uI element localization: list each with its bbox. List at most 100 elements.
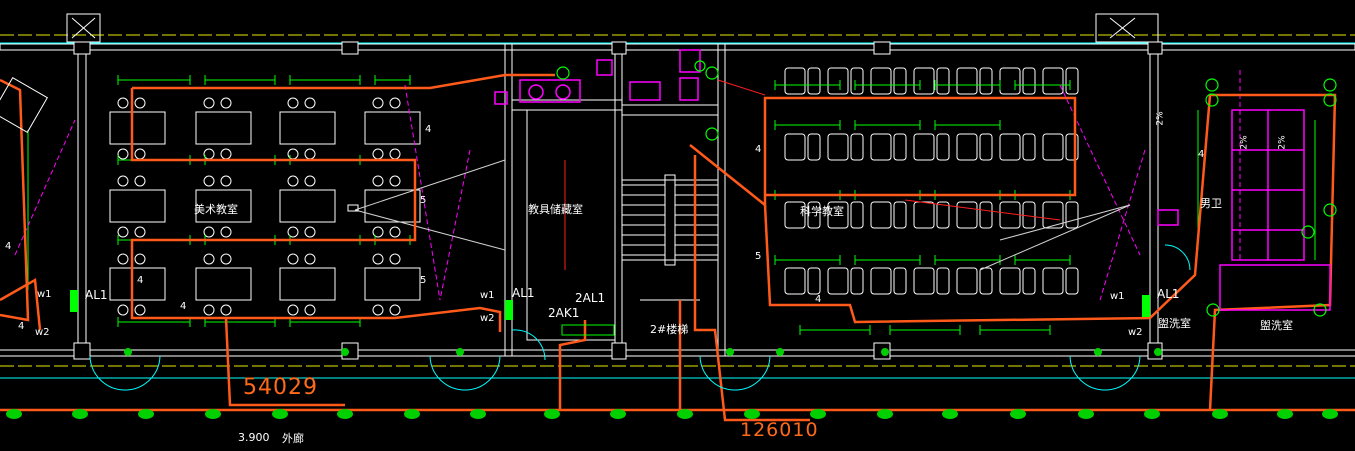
switch-w2-c: w2 xyxy=(1128,327,1143,338)
lab-desk xyxy=(807,267,821,295)
corridor-light xyxy=(544,409,560,419)
lab-desk xyxy=(1022,267,1036,295)
wall-light xyxy=(881,348,889,356)
circuit-number: 4 xyxy=(5,241,12,252)
switch-w1-a: w1 xyxy=(37,289,52,300)
panel-al1-mid: AL1 xyxy=(512,286,535,300)
wall-light xyxy=(726,348,734,356)
lab-desk xyxy=(870,201,892,229)
panel-al1-left: AL1 xyxy=(85,288,108,302)
lab-desk xyxy=(850,267,864,295)
circuit-number: 4 xyxy=(137,275,144,286)
lab-desk xyxy=(999,67,1021,95)
lab-desk xyxy=(913,267,935,295)
chair xyxy=(389,226,401,238)
panel-2ak1: 2AK1 xyxy=(548,306,580,320)
stair-treads xyxy=(621,174,719,301)
sanitary-fixtures xyxy=(494,49,1331,311)
lab-desk xyxy=(1042,267,1064,295)
corridor-light xyxy=(337,409,353,419)
corridor-light xyxy=(470,409,486,419)
corridor-light xyxy=(205,409,221,419)
art-room-desks xyxy=(109,97,421,316)
lab-desk xyxy=(827,201,849,229)
switch-w1-c: w1 xyxy=(1110,291,1125,302)
chair xyxy=(220,148,232,160)
columns xyxy=(73,41,1163,360)
corridor-light xyxy=(1212,409,1228,419)
chair xyxy=(389,97,401,109)
lab-desk xyxy=(850,133,864,161)
corridor-light xyxy=(1144,409,1160,419)
distribution-panels xyxy=(70,290,1150,336)
chair xyxy=(117,148,129,160)
lab-desk xyxy=(784,67,806,95)
lab-desk xyxy=(1022,67,1036,95)
right-fixtures xyxy=(556,60,1337,317)
projector-icon xyxy=(347,204,359,212)
panel-al1-right: AL1 xyxy=(1157,287,1180,301)
desk xyxy=(279,189,336,223)
chair xyxy=(203,253,215,265)
chair xyxy=(117,175,129,187)
lab-desk xyxy=(913,67,935,95)
lab-desk xyxy=(936,267,950,295)
corridor-light xyxy=(1010,409,1026,419)
corridor-label: 外廊 xyxy=(282,432,304,445)
lab-desk xyxy=(850,201,864,229)
lab-desk xyxy=(1065,133,1079,161)
circuit-number: 4 xyxy=(180,301,187,312)
corridor-light xyxy=(6,409,22,419)
lab-desk xyxy=(979,267,993,295)
circuit-number: 4 xyxy=(755,144,762,155)
wall-light xyxy=(776,348,784,356)
chair xyxy=(304,175,316,187)
lab-desk xyxy=(850,67,864,95)
lab-desk xyxy=(999,133,1021,161)
chair xyxy=(287,304,299,316)
corridor-light xyxy=(610,409,626,419)
lab-desk xyxy=(784,201,806,229)
chair xyxy=(134,175,146,187)
circuit-number: 5 xyxy=(420,275,427,286)
lab-desk xyxy=(1042,133,1064,161)
chair xyxy=(304,253,316,265)
lab-desk xyxy=(807,201,821,229)
corridor-light xyxy=(810,409,826,419)
panel-2al1: 2AL1 xyxy=(575,291,606,305)
wall-light xyxy=(1094,348,1102,356)
elevation-label: 3.900 xyxy=(238,431,270,444)
chair xyxy=(203,304,215,316)
circuit-number: 5 xyxy=(420,195,427,206)
chair xyxy=(389,253,401,265)
chair xyxy=(220,226,232,238)
switch-w2-a: w2 xyxy=(35,327,50,338)
desk xyxy=(364,267,421,301)
lab-desk xyxy=(936,201,950,229)
lab-desk xyxy=(936,67,950,95)
corridor-light xyxy=(1078,409,1094,419)
corridor-lights xyxy=(6,348,1338,419)
chair xyxy=(117,253,129,265)
lab-desk xyxy=(1022,133,1036,161)
lab-desk xyxy=(956,201,978,229)
chair xyxy=(287,226,299,238)
chair xyxy=(372,175,384,187)
chair xyxy=(389,304,401,316)
chair xyxy=(389,148,401,160)
lab-desk xyxy=(1065,201,1079,229)
chair xyxy=(304,148,316,160)
wall-light xyxy=(124,348,132,356)
lab-desk xyxy=(827,133,849,161)
chair xyxy=(220,97,232,109)
chair xyxy=(134,97,146,109)
lab-desk xyxy=(936,133,950,161)
desk xyxy=(195,111,252,145)
lab-desk xyxy=(979,201,993,229)
desk xyxy=(279,267,336,301)
corridor-light xyxy=(272,409,288,419)
room-label-right: 男卫 xyxy=(1200,197,1222,210)
corridor-light xyxy=(1277,409,1293,419)
red-runs xyxy=(564,79,1061,270)
